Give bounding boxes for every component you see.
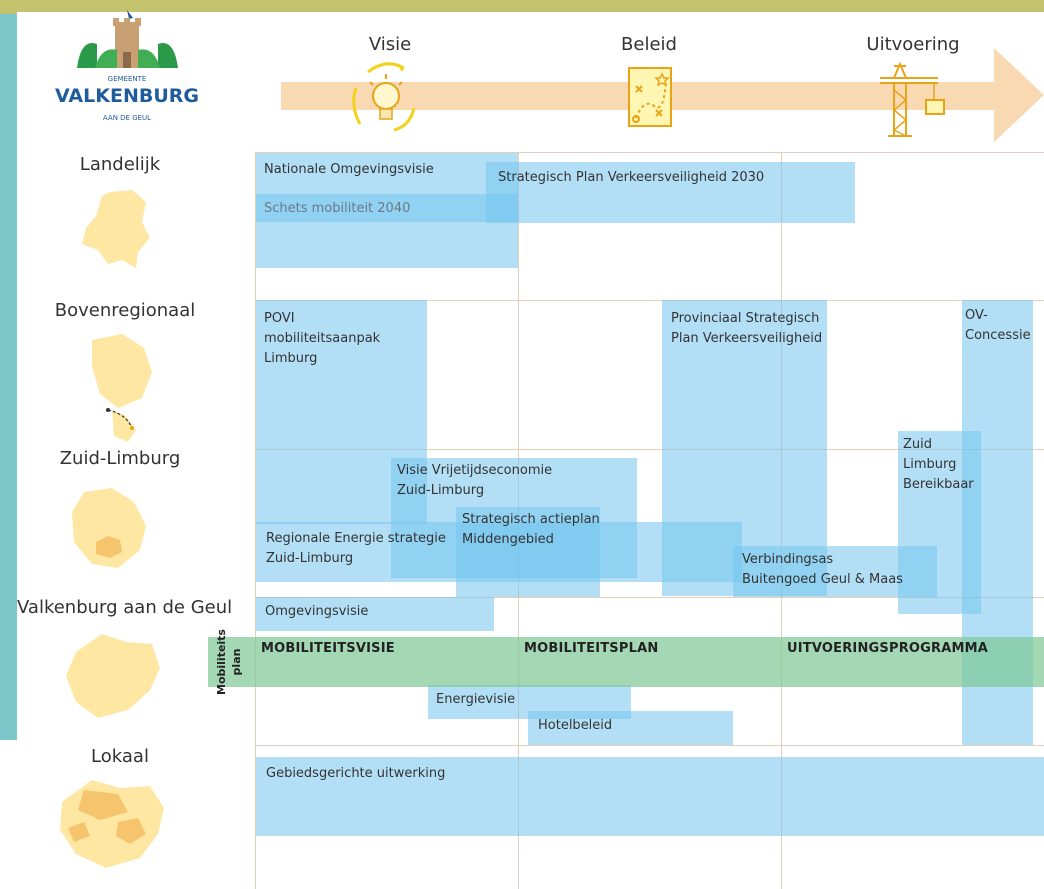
label-ov-concessie: OV- Concessie [965, 308, 1031, 343]
phase-visie: Visie [368, 34, 412, 55]
level-valkenburg: Valkenburg aan de Geul [17, 597, 233, 618]
label-nationale-omgevingsvisie: Nationale Omgevingsvisie [264, 162, 434, 177]
phase-beleid: Beleid [621, 34, 677, 55]
grid-line [255, 449, 1044, 450]
zuid-limburg-map-icon [72, 488, 146, 568]
castle-logo-icon: GEMEENTE VALKENBURG AAN DE GEUL [55, 10, 199, 122]
label-visie-vrijetijdseconomie: Visie Vrijetijdseconomie Zuid-Limburg [397, 463, 553, 498]
box-verbindingsas [733, 546, 937, 597]
crane-icon [876, 60, 956, 144]
label-povi: POVI mobiliteitsaanpak Limburg [264, 311, 381, 366]
label-regionale-energie: Regionale Energie strategie Zuid-Limburg [266, 531, 446, 566]
valkenburg-logo: GEMEENTE VALKENBURG AAN DE GEUL [55, 8, 200, 133]
level-bovenregionaal: Bovenregionaal [54, 300, 196, 321]
lightbulb-icon [346, 60, 426, 139]
grid-line [255, 745, 1044, 746]
background-top-band [0, 0, 1044, 14]
box-omgevingsvisie [256, 597, 494, 631]
lokaal-map-icon [60, 780, 164, 868]
grid-line [255, 152, 256, 889]
label-strategisch-actieplan: Strategisch actieplan Middengebied [462, 512, 600, 547]
band-mobiliteitsvisie: MOBILITEITSVISIE [261, 641, 395, 656]
label-strategisch-plan-2030: Strategisch Plan Verkeersveiligheid 2030 [498, 170, 765, 185]
label-energievisie: Energievisie [436, 692, 516, 707]
box-gebiedsgerichte [256, 757, 1044, 836]
box-strategisch-plan-2030 [486, 162, 855, 223]
label-hotelbeleid: Hotelbeleid [538, 718, 613, 733]
label-zuid-limburg-bereikbaar: Zuid Limburg Bereikbaar [903, 437, 974, 492]
grid-line [255, 152, 1044, 153]
box-regionale-energie [256, 522, 742, 582]
limburg-map-icon [92, 334, 152, 442]
level-zuid-limburg: Zuid-Limburg [59, 448, 181, 469]
mobility-side-label: Mobiliteits plan [215, 629, 243, 695]
phase-uitvoering: Uitvoering [866, 34, 960, 55]
label-gebiedsgerichte: Gebiedsgerichte uitwerking [266, 766, 446, 781]
netherlands-map-icon [82, 190, 150, 268]
box-hotelbeleid [528, 711, 733, 745]
label-verbindingsas: Verbindingsas Buitengoed Geul & Maas [742, 552, 903, 587]
box-schets-mobiliteit [256, 194, 518, 222]
svg-text:GEMEENTE: GEMEENTE [108, 75, 147, 83]
teal-left-strip [0, 740, 17, 889]
grid-line [255, 597, 1044, 598]
valkenburg-map-icon [66, 634, 160, 718]
grid-line [255, 300, 1044, 301]
label-provinciaal-plan: Provinciaal Strategisch Plan Verkeersvei… [671, 311, 823, 346]
svg-text:AAN DE GEUL: AAN DE GEUL [103, 114, 151, 122]
mobility-band [208, 637, 1044, 687]
label-schets-mobiliteit: Schets mobiliteit 2040 [264, 201, 411, 216]
level-landelijk: Landelijk [79, 154, 161, 175]
svg-text:VALKENBURG: VALKENBURG [55, 85, 199, 107]
band-mobiliteitsplan: MOBILITEITSPLAN [524, 641, 659, 656]
map-plan-icon [626, 66, 676, 135]
level-lokaal: Lokaal [91, 746, 149, 767]
label-omgevingsvisie: Omgevingsvisie [265, 604, 369, 619]
band-uitvoeringsprogramma: UITVOERINGSPROGRAMMA [787, 641, 989, 656]
